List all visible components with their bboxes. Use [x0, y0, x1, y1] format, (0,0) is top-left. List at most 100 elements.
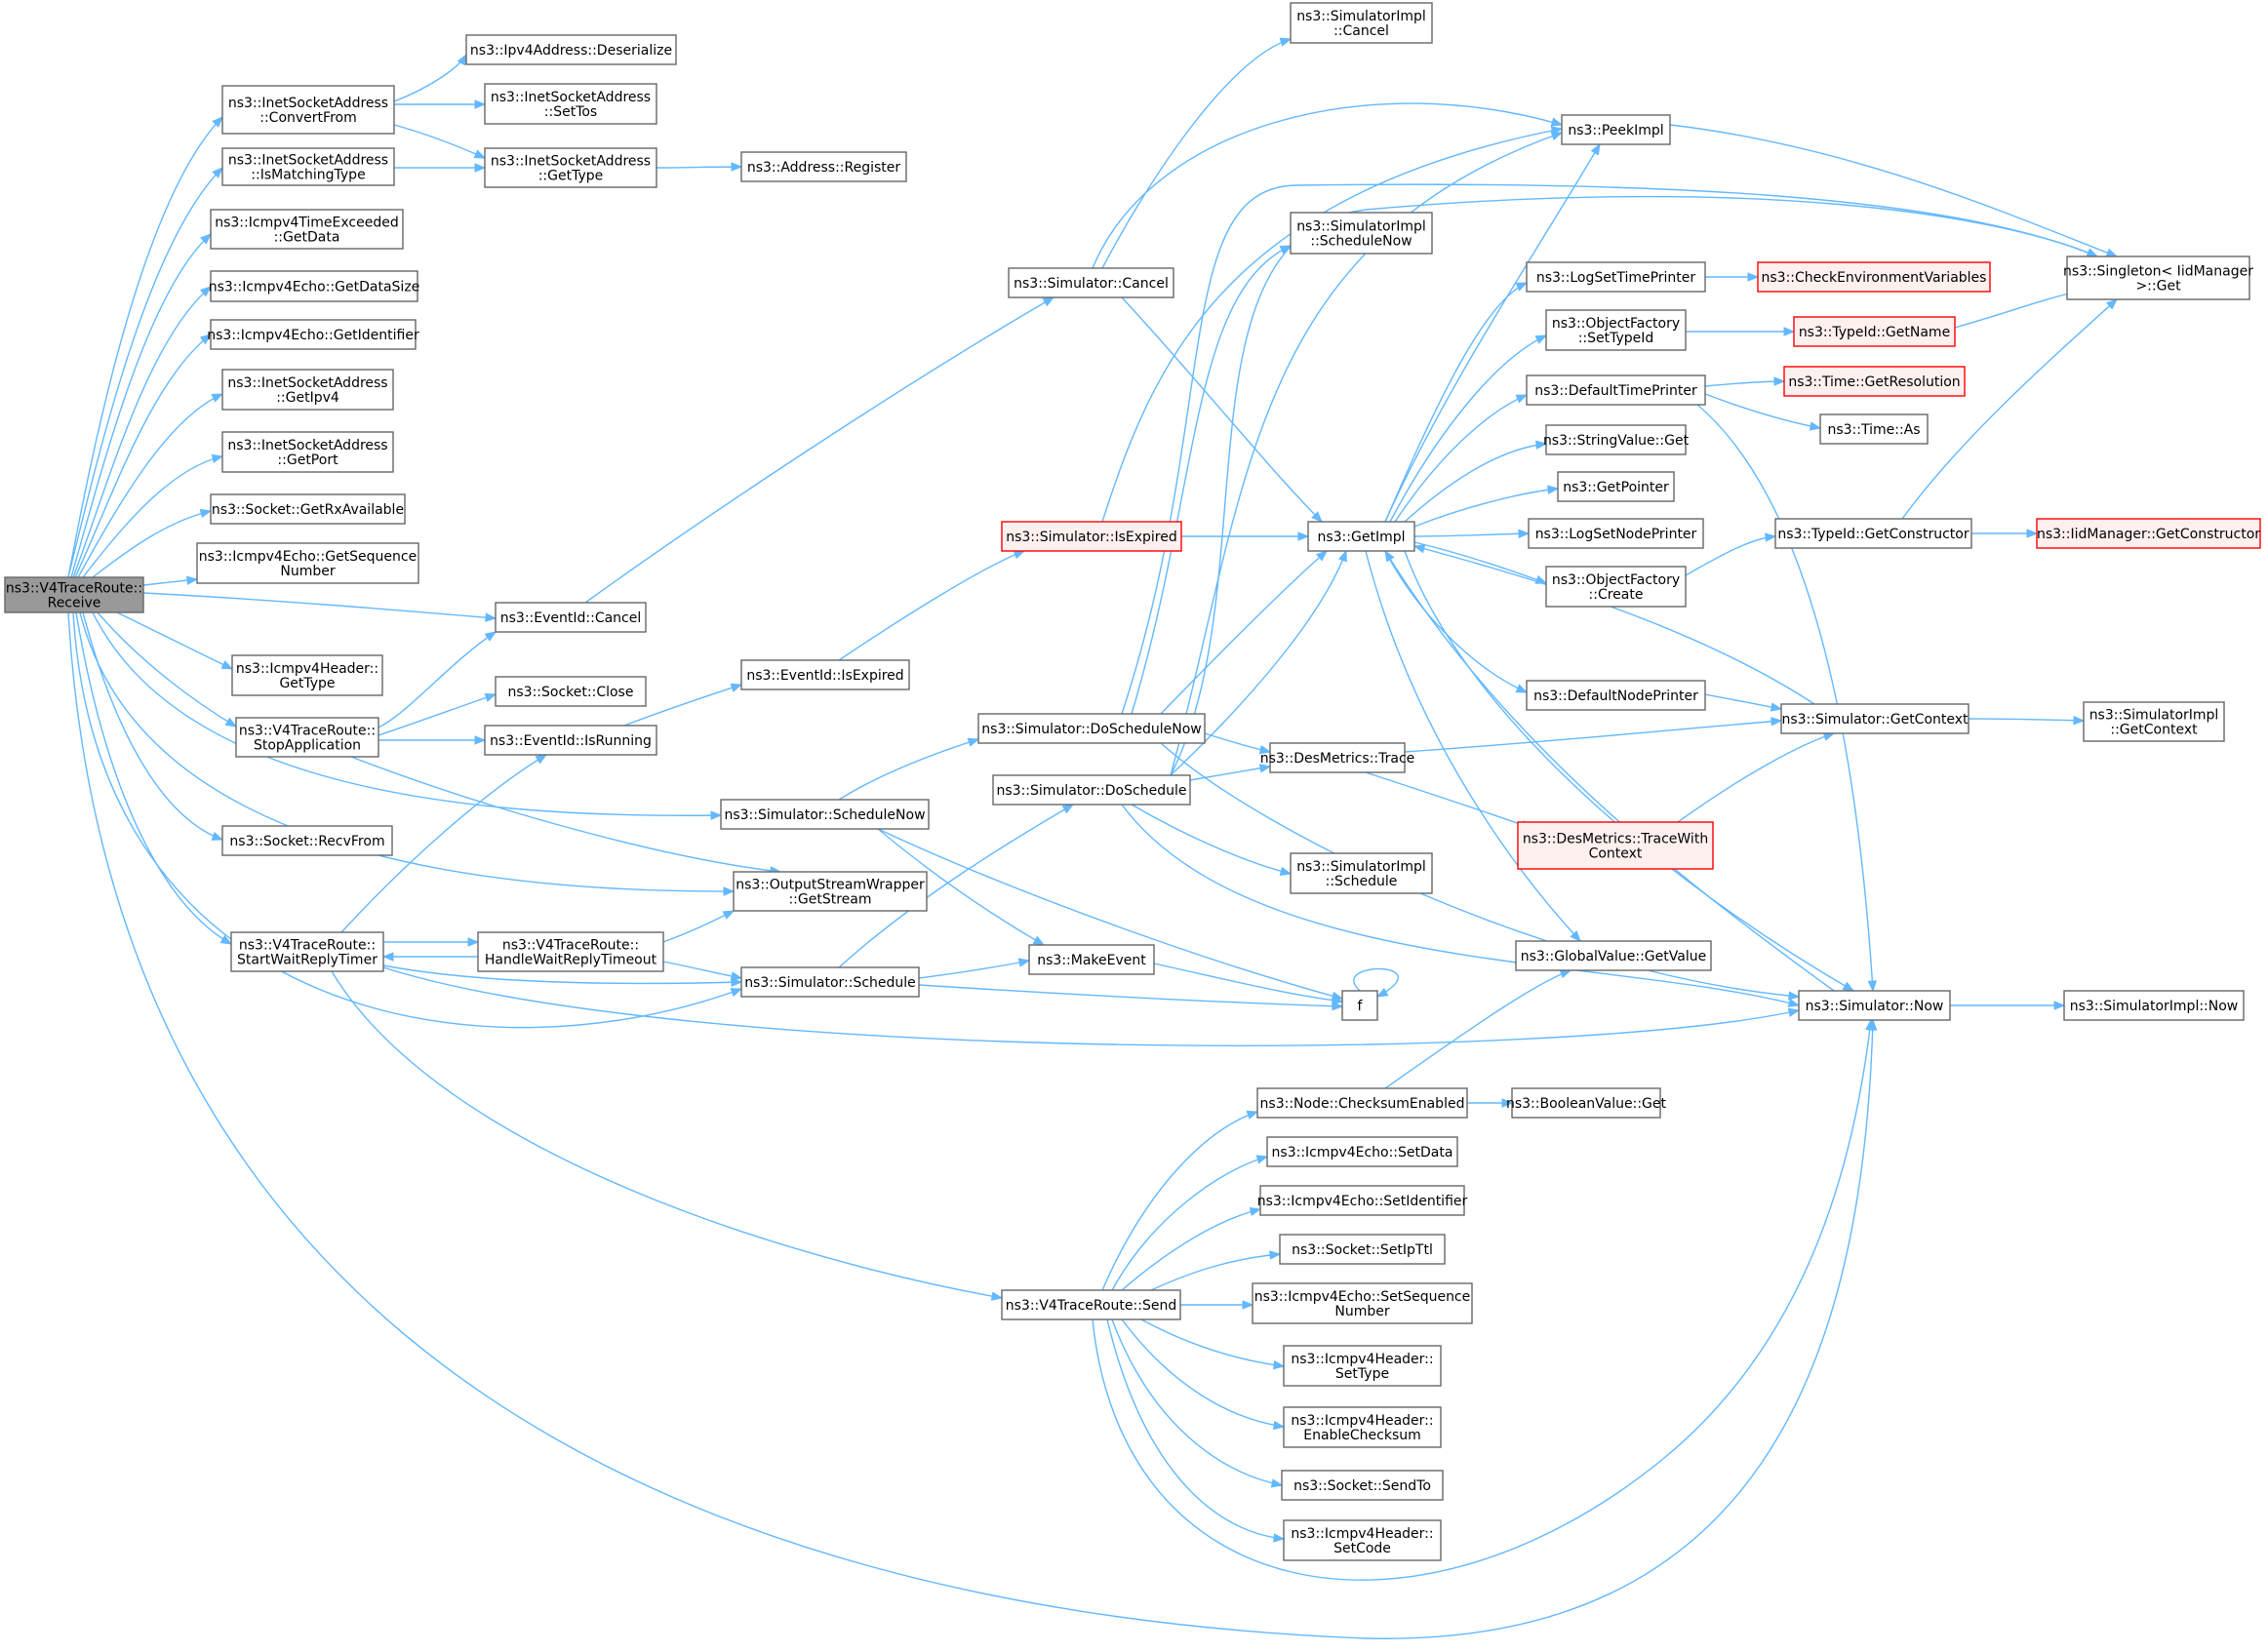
edge-line: [142, 592, 497, 619]
node-gvGet[interactable]: ns3::GlobalValue::GetValue: [1515, 940, 1712, 971]
edge-arrowhead: [219, 934, 233, 945]
node-implCancel[interactable]: ns3::SimulatorImpl::Cancel: [1290, 2, 1433, 44]
node-boolGet[interactable]: ns3::BooleanValue::Get: [1506, 1087, 1667, 1119]
node-getPort[interactable]: ns3::InetSocketAddress::GetPort: [221, 431, 394, 473]
node-box: [740, 151, 907, 182]
node-label: StopApplication: [254, 738, 361, 754]
node-echoSetIdent[interactable]: ns3::Icmpv4Echo::SetIdentifier: [1257, 1185, 1468, 1216]
edge-eidRunning-to-eidExpired: [623, 683, 743, 727]
node-simExpired[interactable]: ns3::Simulator::IsExpired: [1001, 521, 1182, 552]
node-simCtx[interactable]: ns3::Simulator::GetContext: [1780, 703, 1970, 734]
node-nodeChecksum[interactable]: ns3::Node::ChecksumEnabled: [1256, 1087, 1468, 1119]
node-sockSendTo[interactable]: ns3::Socket::SendTo: [1281, 1470, 1444, 1501]
edge-line: [1170, 132, 1563, 776]
node-strGet[interactable]: ns3::StringValue::Get: [1543, 424, 1690, 455]
node-hdrGetType[interactable]: ns3::Icmpv4Header::GetType: [231, 654, 383, 696]
node-checkEnv[interactable]: ns3::CheckEnvironmentVariables: [1757, 261, 1991, 293]
edge-arrowhead: [474, 735, 487, 745]
edge-line: [662, 961, 742, 979]
edge-v4Send-to-echoSetSeq: [1180, 1300, 1254, 1310]
node-implSched[interactable]: ns3::SimulatorImpl::Schedule: [1290, 852, 1433, 894]
node-simNow[interactable]: ns3::Simulator::Now: [1798, 990, 1951, 1021]
node-hdrSetType[interactable]: ns3::Icmpv4Header::SetType: [1283, 1345, 1442, 1387]
node-label: ns3::SimulatorImpl: [1296, 9, 1426, 24]
node-v4Send[interactable]: ns3::V4TraceRoute::Send: [1001, 1289, 1181, 1320]
node-timeRes[interactable]: ns3::Time::GetResolution: [1783, 366, 1966, 397]
node-tidName[interactable]: ns3::TypeId::GetName: [1793, 316, 1956, 347]
edge-arrowhead: [211, 831, 224, 841]
edge-arrowhead: [224, 717, 238, 728]
node-simCancel[interactable]: ns3::Simulator::Cancel: [1008, 267, 1174, 298]
node-logTime[interactable]: ns3::LogSetTimePrinter: [1526, 261, 1706, 293]
node-ipv4Deser[interactable]: ns3::Ipv4Address::Deserialize: [465, 34, 677, 65]
node-getImpl[interactable]: ns3::GetImpl: [1307, 521, 1415, 552]
node-peekImpl[interactable]: ns3::PeekImpl: [1561, 114, 1671, 145]
edge-line: [1384, 969, 1572, 1089]
node-implCtx[interactable]: ns3::SimulatorImpl::GetContext: [2083, 701, 2225, 742]
node-label: Number: [1334, 1304, 1389, 1319]
edge-root-to-convertFrom: [67, 116, 223, 578]
edge-line: [1404, 720, 1782, 753]
node-logNode[interactable]: ns3::LogSetNodePrinter: [1528, 518, 1704, 549]
node-objSetTypeId[interactable]: ns3::ObjectFactory::SetTypeId: [1545, 309, 1687, 351]
node-tidCtor[interactable]: ns3::TypeId::GetConstructor: [1774, 518, 1972, 549]
edge-arrowhead: [1255, 1155, 1269, 1164]
node-singleton[interactable]: ns3::Singleton< IidManager>::Get: [2063, 256, 2253, 300]
edge-defTime-to-timeAs: [1704, 393, 1822, 431]
node-root[interactable]: ns3::V4TraceRoute::Receive: [4, 576, 144, 613]
edge-nodeChecksum-to-gvGet: [1384, 969, 1572, 1089]
node-implNow[interactable]: ns3::SimulatorImpl::Now: [2063, 990, 2245, 1021]
edge-line: [1413, 532, 1530, 537]
node-iidCtor[interactable]: ns3::IidManager::GetConstructor: [2036, 518, 2261, 549]
node-osw[interactable]: ns3::OutputStreamWrapper::GetStream: [733, 871, 928, 912]
node-eidRunning[interactable]: ns3::EventId::IsRunning: [484, 725, 657, 756]
node-startWait[interactable]: ns3::V4TraceRoute::StartWaitReplyTimer: [230, 931, 384, 972]
node-box: [221, 825, 393, 856]
node-getPointer[interactable]: ns3::GetPointer: [1557, 471, 1675, 502]
node-hdrSetCode[interactable]: ns3::Icmpv4Header::SetCode: [1283, 1519, 1442, 1561]
edge-arrowhead: [1570, 930, 1581, 942]
node-isMatching[interactable]: ns3::InetSocketAddress::IsMatchingType: [221, 147, 395, 186]
node-echoSetData[interactable]: ns3::Icmpv4Echo::SetData: [1266, 1136, 1458, 1167]
node-echoIdent[interactable]: ns3::Icmpv4Echo::GetIdentifier: [207, 319, 419, 350]
node-label: ns3::MakeEvent: [1037, 953, 1146, 968]
node-isaGetType[interactable]: ns3::InetSocketAddress::GetType: [484, 147, 657, 188]
node-doSchedNow[interactable]: ns3::Simulator::DoScheduleNow: [977, 713, 1206, 744]
node-sockClose[interactable]: ns3::Socket::Close: [495, 676, 647, 707]
edge-line: [1121, 1208, 1261, 1291]
node-sockSetIpTtl[interactable]: ns3::Socket::SetIpTtl: [1279, 1234, 1446, 1265]
node-implSchedNow[interactable]: ns3::SimulatorImpl::ScheduleNow: [1290, 212, 1433, 255]
node-timeExceeded[interactable]: ns3::Icmpv4TimeExceeded::GetData: [210, 209, 404, 250]
node-handleWait[interactable]: ns3::V4TraceRoute::HandleWaitReplyTimeou…: [477, 931, 664, 972]
node-setTos[interactable]: ns3::InetSocketAddress::SetTos: [484, 83, 657, 125]
node-recvFrom[interactable]: ns3::Socket::RecvFrom: [221, 825, 393, 856]
node-echoDataSize[interactable]: ns3::Icmpv4Echo::GetDataSize: [209, 270, 420, 302]
node-simSched[interactable]: ns3::Simulator::Schedule: [740, 966, 920, 998]
node-box: [1774, 518, 1972, 549]
node-f[interactable]: f: [1341, 990, 1378, 1021]
node-objCreate[interactable]: ns3::ObjectFactory::Create: [1545, 566, 1687, 608]
node-schedNow[interactable]: ns3::Simulator::ScheduleNow: [720, 799, 930, 830]
node-box: [1545, 566, 1687, 608]
node-defTime[interactable]: ns3::DefaultTimePrinter: [1526, 374, 1706, 406]
node-timeAs[interactable]: ns3::Time::As: [1819, 413, 1929, 445]
edge-line: [1704, 693, 1782, 710]
node-eidCancel[interactable]: ns3::EventId::Cancel: [495, 602, 647, 633]
node-makeEvent[interactable]: ns3::MakeEvent: [1028, 944, 1155, 975]
node-getIpv4[interactable]: ns3::InetSocketAddress::GetIpv4: [221, 369, 394, 411]
node-eidExpired[interactable]: ns3::EventId::IsExpired: [740, 659, 910, 690]
node-doSched[interactable]: ns3::Simulator::DoSchedule: [992, 774, 1191, 806]
node-defNode[interactable]: ns3::DefaultNodePrinter: [1526, 680, 1706, 711]
node-box: [740, 966, 920, 998]
node-hdrChecksum[interactable]: ns3::Icmpv4Header::EnableChecksum: [1283, 1406, 1442, 1448]
node-addrReg[interactable]: ns3::Address::Register: [740, 151, 907, 182]
node-convertFrom[interactable]: ns3::InetSocketAddress::ConvertFrom: [221, 85, 395, 135]
node-label: ns3::InetSocketAddress: [227, 438, 387, 453]
node-desTrace[interactable]: ns3::DesMetrics::Trace: [1260, 742, 1415, 773]
node-label: ns3::Socket::SendTo: [1293, 1478, 1431, 1494]
node-stopApp[interactable]: ns3::V4TraceRoute::StopApplication: [235, 717, 379, 758]
node-rxAvail[interactable]: ns3::Socket::GetRxAvailable: [210, 493, 406, 525]
